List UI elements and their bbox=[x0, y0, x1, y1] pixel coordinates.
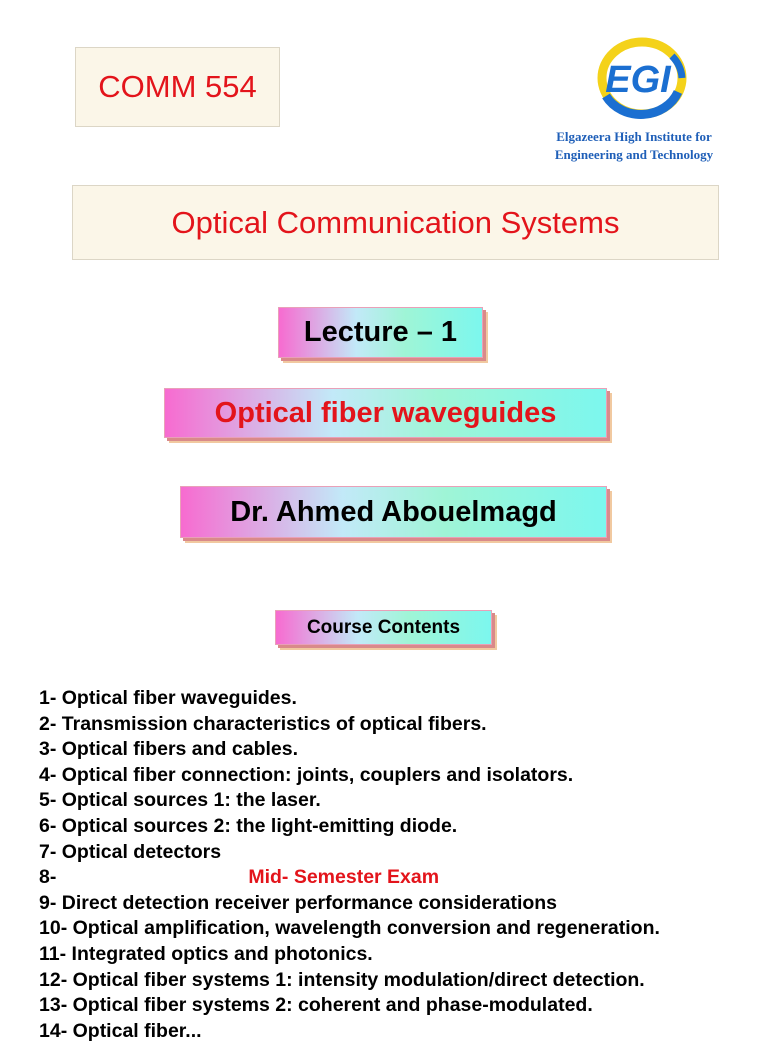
list-item: 3- Optical fibers and cables. bbox=[39, 738, 299, 761]
list-item: 5- Optical sources 1: the laser. bbox=[39, 789, 321, 812]
course-title: Optical Communication Systems bbox=[171, 204, 620, 240]
lecture-banner: Lecture – 1 bbox=[278, 307, 483, 358]
list-item: 1- Optical fiber waveguides. bbox=[39, 687, 297, 709]
list-item: 7- Optical detectors bbox=[39, 840, 222, 863]
list-item: 8-Mid- Semester Exam bbox=[39, 866, 440, 889]
list-item: 11- Integrated optics and photonics. bbox=[39, 942, 373, 965]
course-title-box: Optical Communication Systems bbox=[72, 185, 719, 260]
egi-logo-icon: EGI bbox=[597, 37, 687, 119]
lecture-number: Lecture – 1 bbox=[303, 316, 458, 348]
mid-semester-exam-label: Mid- Semester Exam bbox=[248, 866, 440, 889]
contents-heading: Course Contents bbox=[306, 616, 461, 638]
course-contents-list: 1- Optical fiber waveguides. 2- Transmis… bbox=[39, 686, 759, 1044]
institute-name: Elgazeera High Institute for Engineering… bbox=[534, 128, 734, 164]
contents-heading-banner: Course Contents bbox=[275, 610, 492, 645]
list-item: 10- Optical amplification, wavelength co… bbox=[39, 917, 660, 940]
list-item: 14- Optical fiber... bbox=[39, 1019, 202, 1042]
topic-banner: Optical fiber waveguides bbox=[164, 388, 607, 438]
course-code-box: COMM 554 bbox=[75, 47, 280, 127]
author-banner: Dr. Ahmed Abouelmagd bbox=[180, 486, 607, 538]
topic-title: Optical fiber waveguides bbox=[214, 396, 557, 429]
list-item: 4- Optical fiber connection: joints, cou… bbox=[39, 763, 574, 786]
institute-line-2: Engineering and Technology bbox=[554, 147, 714, 162]
course-code: COMM 554 bbox=[98, 69, 257, 104]
list-item: 9- Direct detection receiver performance… bbox=[39, 891, 558, 914]
author-name: Dr. Ahmed Abouelmagd bbox=[230, 495, 557, 528]
list-item: 2- Transmission characteristics of optic… bbox=[39, 712, 487, 735]
logo-text: EGI bbox=[605, 59, 672, 101]
list-item: 13- Optical fiber systems 2: coherent an… bbox=[39, 994, 593, 1017]
list-item: 12- Optical fiber systems 1: intensity m… bbox=[39, 968, 645, 991]
institute-line-1: Elgazeera High Institute for bbox=[556, 129, 712, 144]
list-item: 6- Optical sources 2: the light-emitting… bbox=[39, 814, 458, 837]
